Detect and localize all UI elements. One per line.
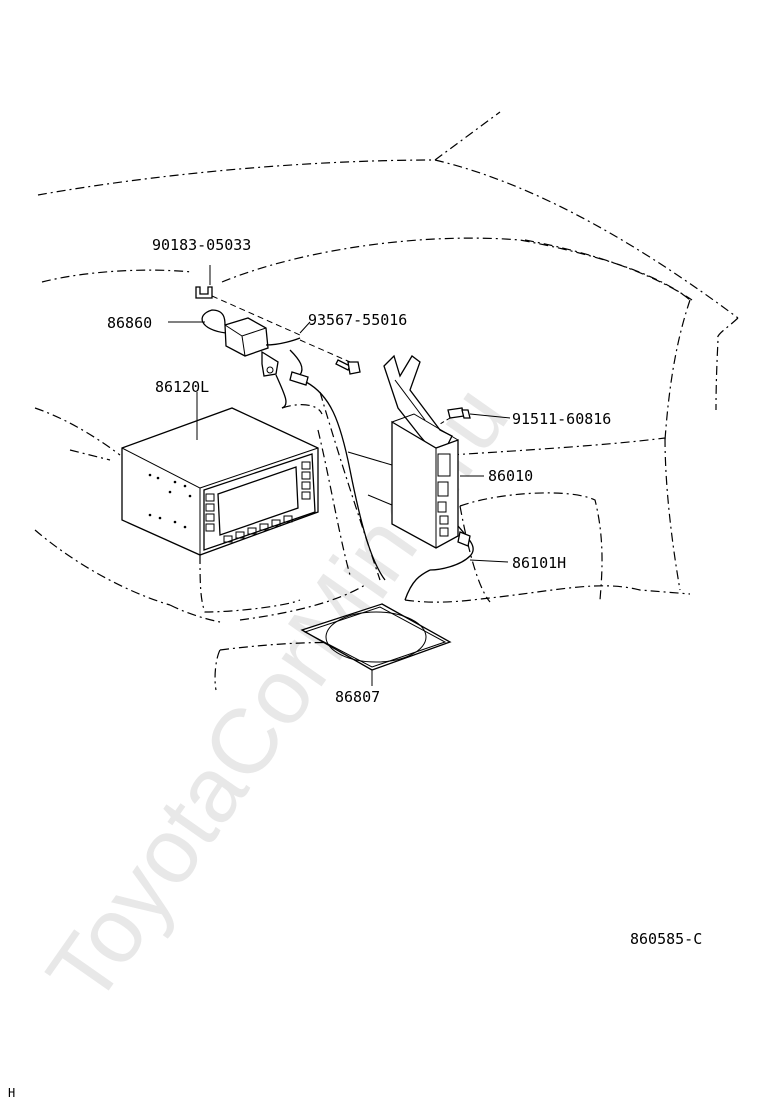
- part-label-86101h: 86101H: [512, 554, 566, 572]
- display-unit-icon: [121, 392, 319, 556]
- wire-harness-icon: [404, 525, 509, 601]
- part-label-90183-05033: 90183-05033: [152, 236, 251, 254]
- navigation-computer-icon: [347, 354, 459, 549]
- screw-icon: [299, 321, 361, 375]
- part-label-86807: 86807: [335, 688, 380, 706]
- bolt-icon: [439, 407, 511, 425]
- part-label-86860: 86860: [107, 314, 152, 332]
- leader-lines: [168, 321, 484, 477]
- part-label-86120l: 86120L: [155, 378, 209, 396]
- part-label-91511-60816: 91511-60816: [512, 410, 611, 428]
- clip-icon: [195, 265, 301, 336]
- part-label-93567-55016: 93567-55016: [308, 311, 407, 329]
- drawing-code: 860585-C: [630, 930, 702, 948]
- gps-antenna-icon: [201, 309, 386, 581]
- map-disc-icon: [300, 603, 452, 686]
- part-label-86010: 86010: [488, 467, 533, 485]
- corner-mark: H: [8, 1086, 15, 1100]
